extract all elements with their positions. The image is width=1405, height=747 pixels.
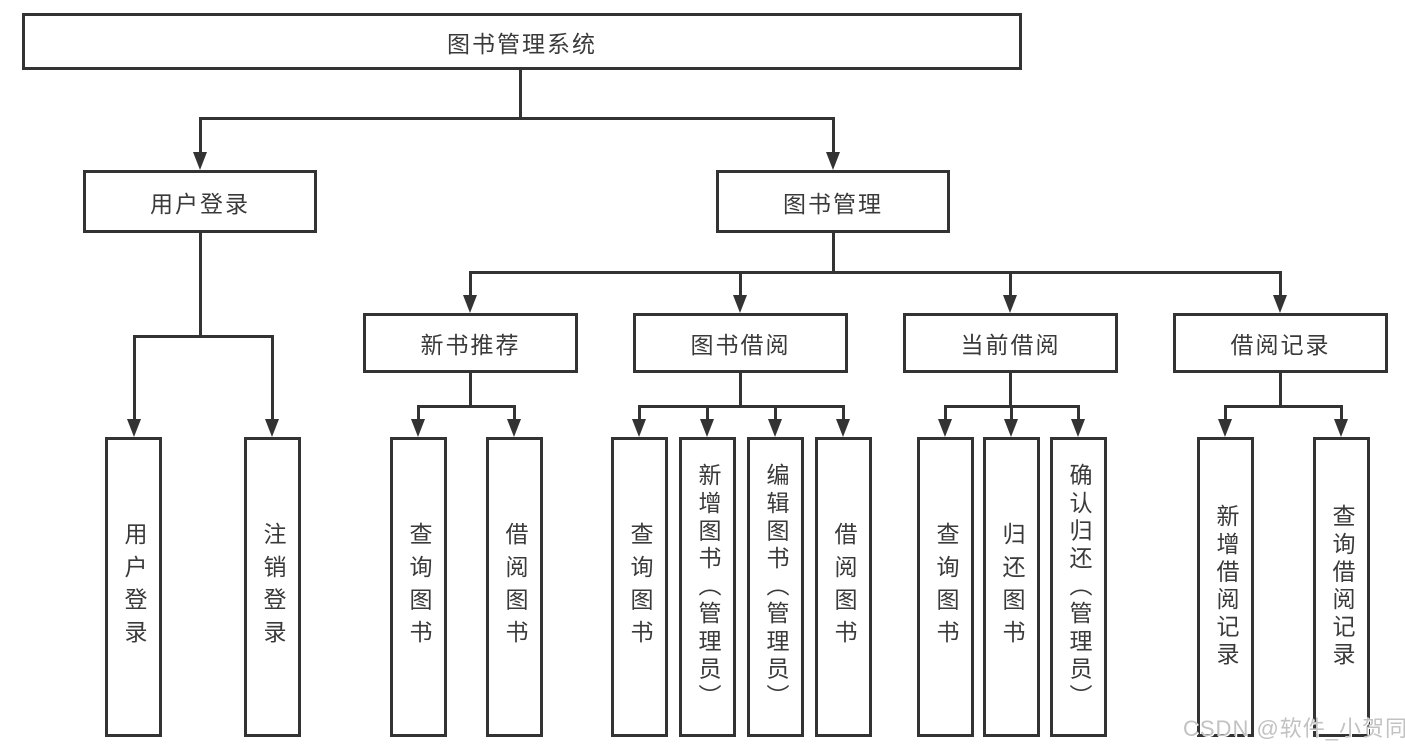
connector-line xyxy=(1077,405,1080,423)
leaf-query-books-3-label: 查询图书 xyxy=(933,521,959,653)
connector-line xyxy=(271,335,274,421)
arrowhead-down xyxy=(193,152,207,170)
leaf-borrow-books-2: 借阅图书 xyxy=(815,437,872,737)
leaf-user-login-label: 用户登录 xyxy=(121,521,147,653)
arrowhead-down xyxy=(265,419,279,437)
leaf-return-books: 归还图书 xyxy=(983,437,1040,737)
connector-line xyxy=(133,335,273,338)
leaf-query-books-2: 查询图书 xyxy=(611,437,668,737)
arrowhead-down xyxy=(836,419,850,437)
node-book-management: 图书管理 xyxy=(716,170,950,233)
leaf-query-borrow-record-label: 查询借阅记录 xyxy=(1329,504,1355,670)
node-root-label: 图书管理系统 xyxy=(447,30,597,57)
leaf-query-books-2-label: 查询图书 xyxy=(627,521,653,653)
connector-line xyxy=(1279,271,1282,297)
node-current-borrow-label: 当前借阅 xyxy=(960,332,1061,358)
leaf-borrow-books-2-label: 借阅图书 xyxy=(831,521,857,653)
leaf-confirm-return-admin: 确认归还（管理员） xyxy=(1050,437,1107,737)
connector-line xyxy=(1010,405,1013,423)
connector-line xyxy=(469,271,1282,274)
connector-line xyxy=(774,405,777,423)
connector-line xyxy=(199,117,835,120)
arrowhead-down xyxy=(127,419,141,437)
leaf-query-books-1: 查询图书 xyxy=(390,437,447,737)
arrowhead-down xyxy=(411,419,425,437)
arrowhead-down xyxy=(1273,295,1287,313)
connector-line xyxy=(199,117,202,155)
connector-line xyxy=(513,405,516,423)
leaf-query-books-3: 查询图书 xyxy=(917,437,974,737)
arrowhead-down xyxy=(1218,419,1232,437)
connector-line xyxy=(739,373,742,408)
arrowhead-down xyxy=(938,419,952,437)
leaf-add-books-admin: 新增图书（管理员） xyxy=(679,437,736,737)
arrowhead-down xyxy=(1004,419,1018,437)
arrowhead-down xyxy=(1071,419,1085,437)
connector-line xyxy=(1224,405,1227,423)
node-borrow-records: 借阅记录 xyxy=(1173,313,1388,373)
arrowhead-down xyxy=(463,295,477,313)
leaf-user-login: 用户登录 xyxy=(105,437,162,737)
arrowhead-down xyxy=(733,295,747,313)
node-user-login: 用户登录 xyxy=(83,170,317,233)
leaf-add-borrow-record-label: 新增借阅记录 xyxy=(1213,504,1239,670)
connector-line xyxy=(417,405,515,408)
connector-line xyxy=(519,70,522,118)
connector-line xyxy=(469,271,472,297)
connector-line xyxy=(133,335,136,421)
connector-line xyxy=(1009,271,1012,297)
leaf-query-borrow-record: 查询借阅记录 xyxy=(1313,437,1370,737)
csdn-watermark: CSDN @软件_小贺同学 xyxy=(1183,716,1405,741)
arrowhead-down xyxy=(768,419,782,437)
leaf-confirm-return-admin-label: 确认归还（管理员） xyxy=(1066,462,1092,712)
leaf-logout: 注销登录 xyxy=(244,437,301,737)
connector-line xyxy=(706,405,709,423)
connector-line xyxy=(1279,373,1282,408)
leaf-query-books-1-label: 查询图书 xyxy=(406,521,432,653)
leaf-add-books-admin-label: 新增图书（管理员） xyxy=(695,462,721,712)
connector-line xyxy=(469,373,472,408)
leaf-logout-label: 注销登录 xyxy=(260,521,286,653)
node-book-borrow: 图书借阅 xyxy=(633,313,848,373)
arrowhead-down xyxy=(632,419,646,437)
node-new-book-recommend: 新书推荐 xyxy=(363,313,578,373)
connector-line xyxy=(832,233,835,273)
connector-line xyxy=(944,405,947,423)
connector-line xyxy=(1224,405,1342,408)
connector-line xyxy=(417,405,420,423)
connector-line xyxy=(1340,405,1343,423)
node-current-borrow: 当前借阅 xyxy=(903,313,1118,373)
arrowhead-down xyxy=(700,419,714,437)
leaf-return-books-label: 归还图书 xyxy=(999,521,1025,653)
node-new-book-recommend-label: 新书推荐 xyxy=(420,332,521,358)
connector-line xyxy=(638,405,844,408)
arrowhead-down xyxy=(826,152,840,170)
leaf-add-borrow-record: 新增借阅记录 xyxy=(1197,437,1254,737)
node-borrow-records-label: 借阅记录 xyxy=(1230,332,1331,358)
connector-line xyxy=(739,271,742,297)
connector-line xyxy=(1009,373,1012,408)
connector-line xyxy=(832,117,835,155)
arrowhead-down xyxy=(507,419,521,437)
leaf-borrow-books-1: 借阅图书 xyxy=(486,437,543,737)
arrowhead-down xyxy=(1003,295,1017,313)
node-user-login-label: 用户登录 xyxy=(150,190,250,217)
node-root: 图书管理系统 xyxy=(22,13,1022,70)
leaf-borrow-books-1-label: 借阅图书 xyxy=(502,521,528,653)
arrowhead-down xyxy=(1334,419,1348,437)
connector-line xyxy=(199,233,202,335)
node-book-borrow-label: 图书借阅 xyxy=(690,332,791,358)
connector-line xyxy=(638,405,641,423)
leaf-edit-books-admin-label: 编辑图书（管理员） xyxy=(763,462,789,712)
node-book-management-label: 图书管理 xyxy=(783,190,883,217)
leaf-edit-books-admin: 编辑图书（管理员） xyxy=(747,437,804,737)
connector-line xyxy=(842,405,845,423)
